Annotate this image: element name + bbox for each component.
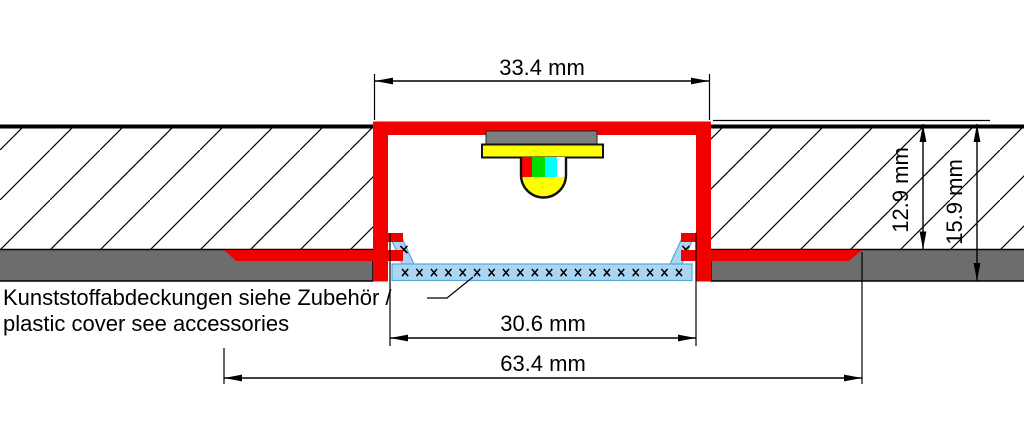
leader-line bbox=[427, 276, 474, 299]
dim-inner-width-label: 30.6 mm bbox=[500, 311, 586, 336]
led-dome-outline bbox=[519, 157, 568, 199]
profile-top-bar bbox=[373, 121, 711, 135]
dome-phosphor-yellow bbox=[521, 177, 566, 198]
profile-left-wall bbox=[373, 121, 388, 282]
dim-top-width: 33.4 mm bbox=[375, 55, 709, 85]
mounting-panel bbox=[0, 124, 1024, 250]
arrow-left bbox=[224, 374, 242, 382]
aluminium-profile bbox=[224, 121, 862, 282]
arrow-left bbox=[390, 334, 408, 342]
led-module bbox=[481, 130, 604, 199]
dim-recess-depth-label: 12.9 mm bbox=[888, 147, 913, 233]
arrow-up bbox=[973, 124, 981, 142]
profile-left-clip-tooth bbox=[388, 233, 403, 242]
led-heatsink bbox=[485, 130, 598, 145]
note-line2: plastic cover see accessories bbox=[3, 311, 289, 336]
dim-overall-width-label: 63.4 mm bbox=[500, 351, 586, 376]
die-green-segment bbox=[532, 157, 545, 177]
arrow-up bbox=[919, 124, 927, 142]
cover-hatch-left: × bbox=[398, 242, 410, 258]
dim-inner-width: 30.6 mm bbox=[390, 311, 696, 342]
hatch-left-region bbox=[0, 128, 373, 250]
profile-right-clip-tooth bbox=[681, 233, 696, 242]
arrow-right bbox=[844, 374, 862, 382]
cover-hatch-marks: × × × × × × × × × × × × × × × × × × × × … bbox=[398, 242, 692, 281]
arrow-right bbox=[678, 334, 696, 342]
dim-recess-depth: 12.9 mm bbox=[888, 124, 927, 250]
arrow-down bbox=[973, 263, 981, 281]
extension-lines bbox=[223, 74, 990, 384]
profile-right-wall bbox=[696, 121, 711, 282]
note-line1: Kunststoffabdeckungen siehe Zubehör / bbox=[3, 285, 392, 310]
die-cyan-segment bbox=[545, 157, 557, 177]
led-dome-fill bbox=[521, 157, 566, 198]
arrow-left bbox=[375, 77, 393, 85]
dim-overall-width: 63.4 mm bbox=[224, 351, 862, 382]
cover-hatch-row: × × × × × × × × × × × × × × × × × × × × bbox=[400, 265, 684, 281]
cover-note: Kunststoffabdeckungen siehe Zubehör / pl… bbox=[3, 276, 474, 336]
arrow-right bbox=[691, 77, 709, 85]
dim-top-width-label: 33.4 mm bbox=[499, 55, 585, 80]
cover-strip bbox=[391, 263, 693, 282]
hatch-right-region bbox=[711, 128, 1024, 250]
led-board bbox=[481, 143, 604, 159]
arrow-down bbox=[919, 231, 927, 250]
profile-right-flange bbox=[681, 250, 862, 261]
die-red-segment bbox=[521, 157, 532, 177]
profile-left-flange bbox=[224, 250, 403, 261]
dim-total-depth-label: 15.9 mm bbox=[942, 159, 967, 245]
dim-total-depth: 15.9 mm bbox=[942, 124, 981, 281]
